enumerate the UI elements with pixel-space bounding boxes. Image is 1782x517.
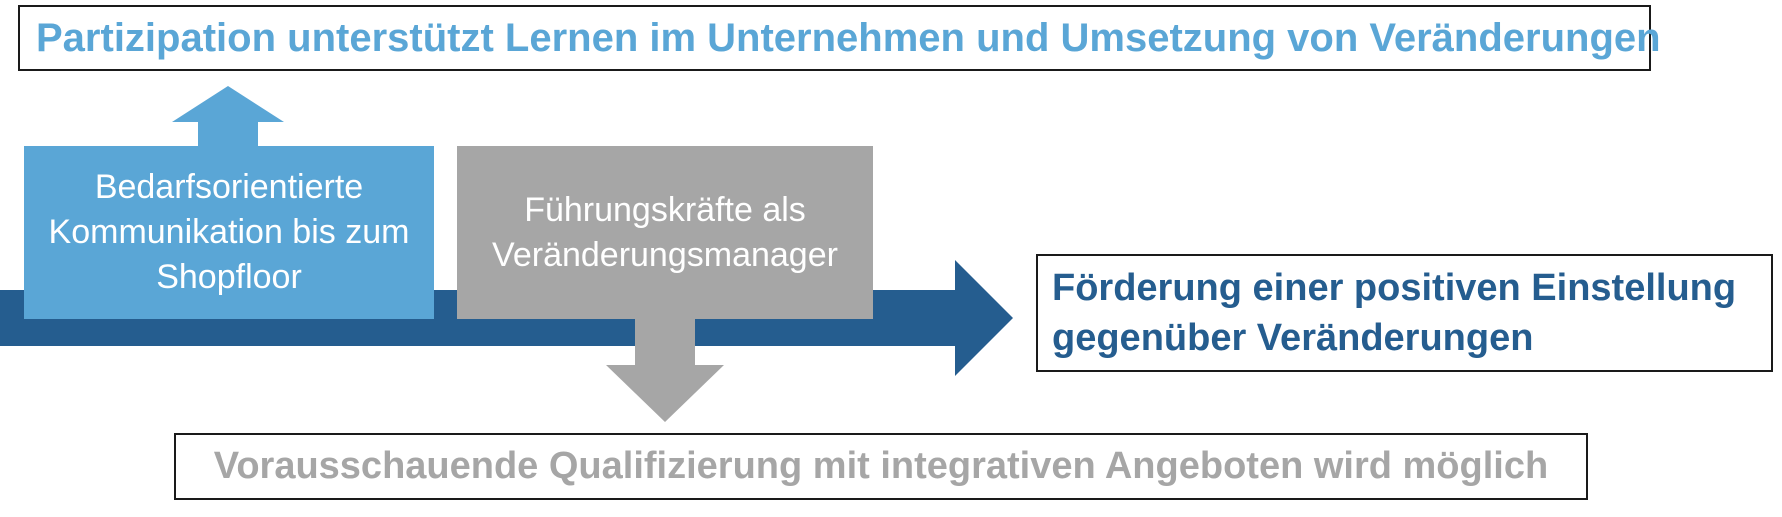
bottom-statement-text: Vorausschauende Qualifizierung mit integ… (213, 445, 1549, 487)
top-statement-box: Partizipation unterstützt Lernen im Unte… (18, 5, 1661, 71)
managers-card: Führungskräfte als Veränderungsmanager (457, 146, 873, 319)
bottom-statement-box: Vorausschauende Qualifizierung mit integ… (174, 433, 1588, 500)
down-arrow (606, 318, 724, 422)
communication-card: Bedarfsorientierte Kommunikation bis zum… (24, 146, 434, 319)
right-statement-box: Förderung einer positiven Einstellung ge… (1036, 254, 1773, 372)
top-statement-text: Partizipation unterstützt Lernen im Unte… (36, 15, 1661, 60)
managers-card-text: Führungskräfte als Veränderungsmanager (492, 190, 838, 274)
communication-card-text: Bedarfsorientierte Kommunikation bis zum… (48, 168, 410, 296)
right-statement-text: Förderung einer positiven Einstellung ge… (1052, 267, 1737, 359)
up-arrow (172, 86, 284, 147)
